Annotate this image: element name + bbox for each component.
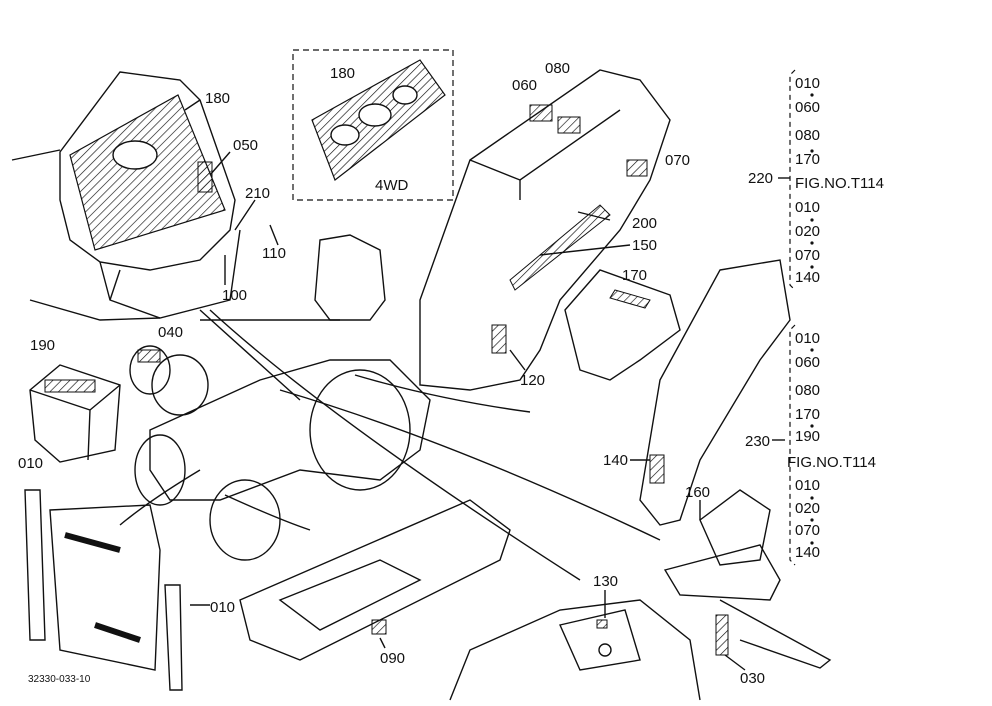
callout-210: 210: [245, 185, 270, 202]
callout-070: 070: [665, 152, 690, 169]
tank-130: [449, 599, 701, 701]
callout-040: 040: [158, 324, 183, 341]
decal-080: [557, 116, 581, 134]
battery-190: [29, 364, 121, 463]
ref-220-code: 060: [795, 99, 820, 116]
decal-050: [197, 161, 213, 193]
ref-230-code: 170: [795, 406, 820, 423]
fender-top: [419, 69, 671, 391]
callout-110: 110: [262, 245, 286, 262]
ref-230-code: 070: [795, 522, 820, 539]
ref-220-number: 220: [748, 170, 773, 187]
callout-030: 030: [740, 670, 765, 687]
callout-200: 200: [632, 215, 657, 232]
ref-230-code: 080: [795, 382, 820, 399]
drawing-number: 32330-033-10: [28, 674, 91, 685]
ref-220-code: 170: [795, 151, 820, 168]
callout-090: 090: [380, 650, 405, 667]
callout-060: 060: [512, 77, 537, 94]
callouts: 180 050 210 110 100 180 060 080 070 200 …: [18, 60, 765, 687]
decal-170: [609, 289, 651, 309]
front-panel: [24, 489, 183, 691]
hood-grille: [11, 71, 241, 321]
ref-220-code: 020: [795, 223, 820, 240]
ref-230-fig: FIG.NO.T114: [787, 454, 876, 471]
callout-150: 150: [632, 237, 657, 254]
ref-230-code: 190: [795, 428, 820, 445]
decal-060: [529, 104, 553, 122]
callout-180-main: 180: [205, 90, 230, 107]
callout-190: 190: [30, 337, 55, 354]
ref-230-code: 140: [795, 544, 820, 561]
inset-4wd-box: 4WD: [292, 49, 454, 201]
ref-220-code: 080: [795, 127, 820, 144]
fender-lower: [639, 259, 791, 526]
callout-050: 050: [233, 137, 258, 154]
hitch-assembly: [663, 489, 832, 669]
decal-030: [715, 614, 729, 656]
callout-100: 100: [222, 287, 247, 304]
part-040: [129, 345, 209, 416]
decal-150: [509, 204, 611, 291]
cover-170: [564, 269, 681, 381]
inset-oval-3: [392, 85, 418, 105]
callout-160: 160: [685, 484, 710, 501]
inset-oval-1: [330, 124, 360, 146]
decal-oval: [112, 140, 158, 170]
callout-010-left: 010: [18, 455, 43, 472]
ref-220-code: 070: [795, 247, 820, 264]
ref-220-code: 140: [795, 269, 820, 286]
ref-230-code: 010: [795, 330, 820, 347]
tractor-body: [134, 234, 431, 561]
callout-140: 140: [603, 452, 628, 469]
ref-220-code: 010: [795, 199, 820, 216]
callout-120: 120: [520, 372, 545, 389]
callout-010-right: 010: [210, 599, 235, 616]
callout-180-inset: 180: [330, 65, 355, 82]
ref-230-number: 230: [745, 433, 770, 450]
decal-070: [626, 159, 648, 177]
ref-block-220: 220 010 060 080 170 FIG.NO.T114 010 020 …: [748, 69, 884, 291]
decal-120: [491, 324, 507, 354]
callout-170: 170: [622, 267, 647, 284]
decal-190: [44, 379, 96, 393]
decal-140: [649, 454, 665, 484]
ref-230-code: 060: [795, 354, 820, 371]
inset-oval-2: [358, 103, 392, 127]
grille-decal-hatch: [69, 94, 226, 251]
leader-arcs: [119, 309, 661, 581]
leader-lines: [184, 99, 790, 671]
inset-label: 4WD: [375, 177, 409, 194]
floor-tray: [239, 499, 511, 661]
callout-080: 080: [545, 60, 570, 77]
ref-230-code: 020: [795, 500, 820, 517]
ref-230-code: 010: [795, 477, 820, 494]
ref-220-fig: FIG.NO.T114: [795, 175, 884, 192]
callout-130: 130: [593, 573, 618, 590]
ref-block-230: 230 010 060 080 170 190 FIG.NO.T114 010 …: [745, 324, 876, 566]
decal-090: [371, 619, 387, 635]
ref-220-code: 010: [795, 75, 820, 92]
